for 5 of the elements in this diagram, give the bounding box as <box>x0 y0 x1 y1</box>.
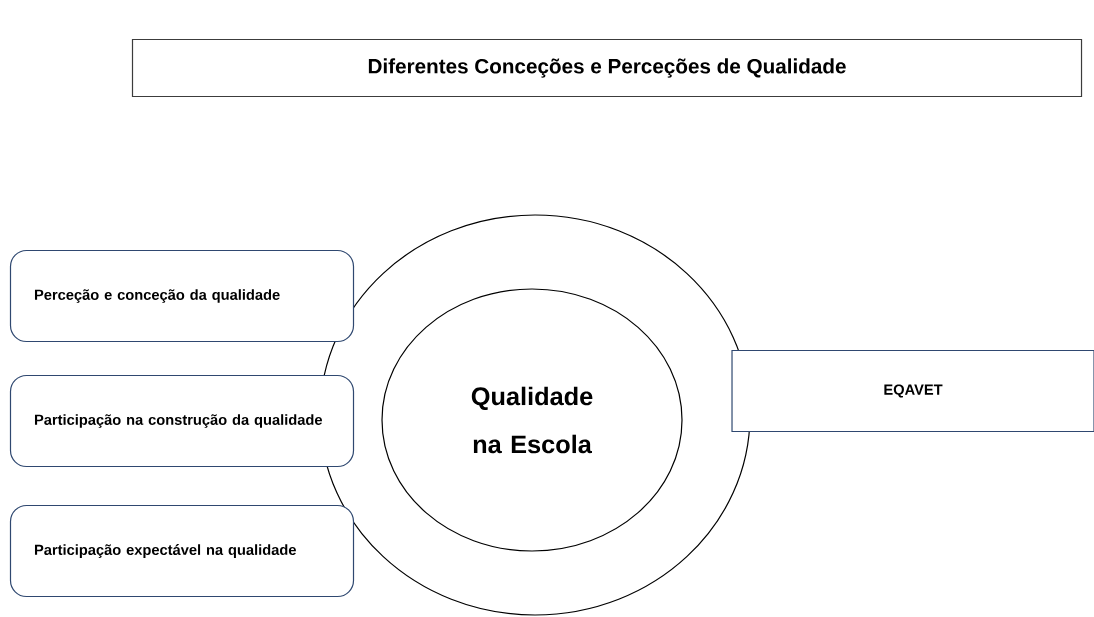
topic-box: Perceção e conceção da qualidade <box>9 249 355 343</box>
topic-box: Participação expectável na qualidade <box>9 504 355 598</box>
framework-box: EQAVET <box>731 349 1094 433</box>
topic-box: Participação na construção da qualidade <box>9 374 355 468</box>
title-box: Diferentes Conceções e Perceções de Qualidade <box>131 38 1083 98</box>
